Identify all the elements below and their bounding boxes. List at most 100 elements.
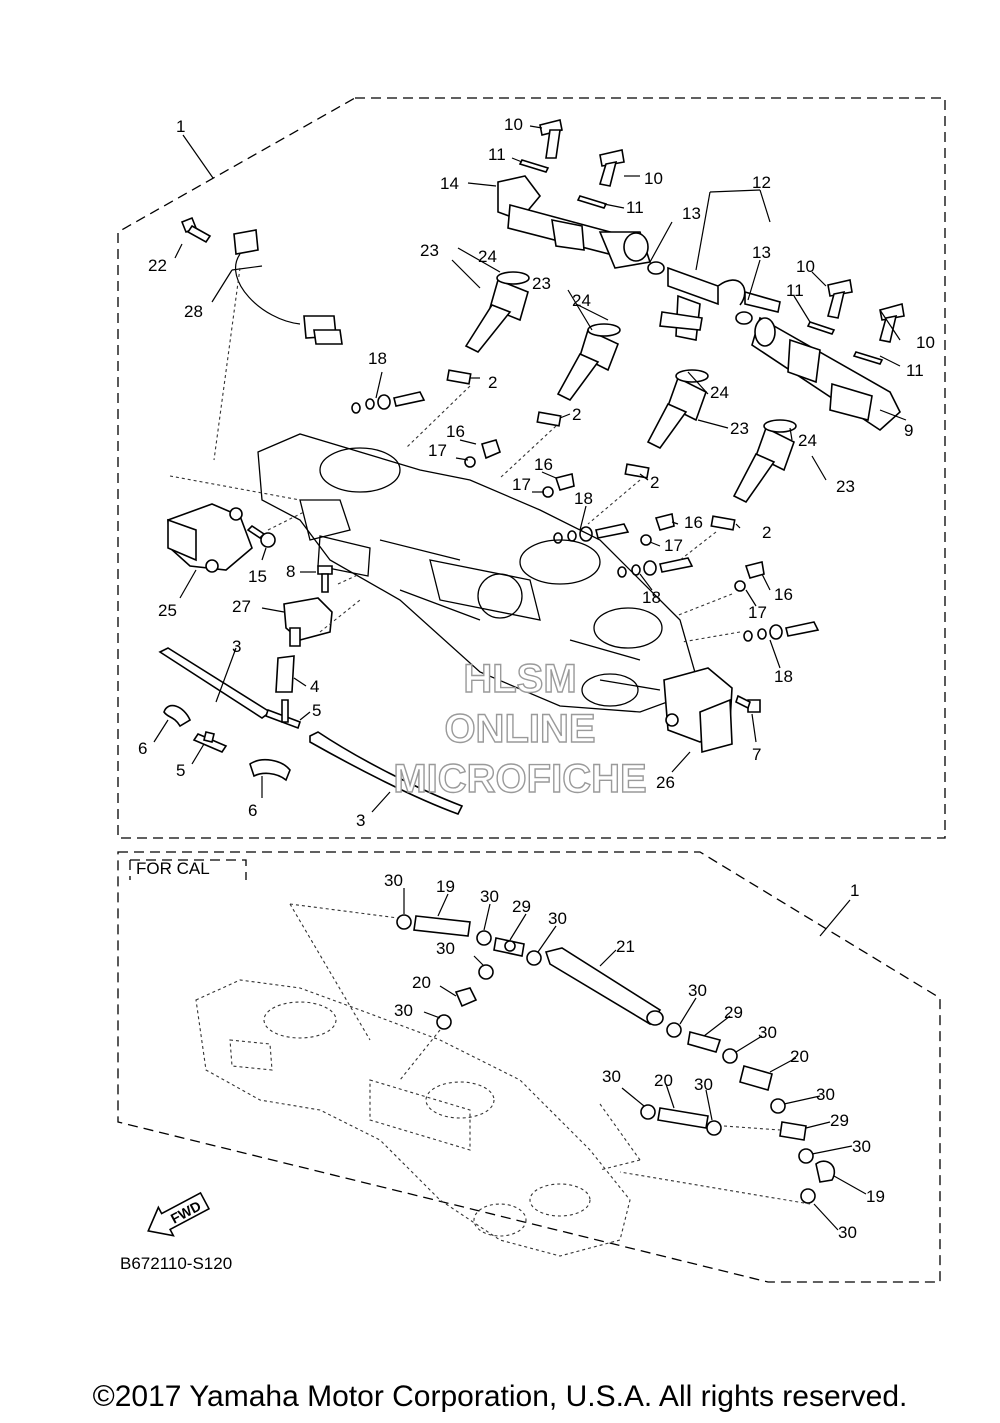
callout-2b: 2 xyxy=(572,405,581,424)
watermark-line3: MICROFICHE xyxy=(393,757,646,801)
cap-16c xyxy=(654,513,675,531)
callout-24d: 24 xyxy=(798,431,817,450)
callout-17b: 17 xyxy=(512,475,531,494)
cap-16b xyxy=(554,473,575,491)
fuel-rail-left xyxy=(497,175,652,269)
hose-6b xyxy=(249,758,291,782)
callout-30i: 30 xyxy=(694,1075,713,1094)
joint-5a xyxy=(264,699,302,730)
callouts-bottom: 30 19 30 29 30 30 21 20 30 30 29 30 20 3… xyxy=(384,871,885,1242)
callout-13b: 13 xyxy=(752,243,771,262)
bolt-15 xyxy=(246,524,276,548)
callout-14: 14 xyxy=(440,174,459,193)
frame-bottom-ref: 1 xyxy=(850,881,859,900)
hose-20b xyxy=(739,1065,773,1091)
for-cal-label: FOR CAL xyxy=(136,859,210,878)
seal-2a xyxy=(446,369,472,385)
frame-top-ref: 1 xyxy=(176,117,185,136)
sensor-26 xyxy=(663,667,733,754)
copyright-notice: ©2017 Yamaha Motor Corporation, U.S.A. A… xyxy=(92,1380,908,1413)
hose-19a xyxy=(413,915,471,937)
callout-16d: 16 xyxy=(774,585,793,604)
callout-9: 9 xyxy=(904,421,913,440)
assembly-frame-top xyxy=(117,97,946,839)
callout-2d: 2 xyxy=(762,523,771,542)
callout-30e: 30 xyxy=(394,1001,413,1020)
callout-leaders-bottom xyxy=(289,888,867,1231)
frame-top-leader xyxy=(182,134,214,179)
for-cal-tab xyxy=(129,859,247,880)
callout-10c: 10 xyxy=(796,257,815,276)
callout-18b: 18 xyxy=(574,489,593,508)
fwd-arrow-icon: FWD xyxy=(147,1191,211,1237)
callout-13a: 13 xyxy=(682,204,701,223)
callout-2a: 2 xyxy=(488,373,497,392)
callout-8: 8 xyxy=(286,562,295,581)
callout-23a: 23 xyxy=(420,241,439,260)
callout-10b: 10 xyxy=(644,169,663,188)
callout-18c: 18 xyxy=(642,588,661,607)
callout-30b: 30 xyxy=(480,887,499,906)
callout-24b: 24 xyxy=(572,291,591,310)
oring-11d xyxy=(852,351,884,365)
injector-23c xyxy=(646,369,709,450)
assembly-frame-bottom xyxy=(117,851,941,1283)
callout-11c: 11 xyxy=(786,281,804,300)
callout-3b: 3 xyxy=(356,811,365,830)
callout-20a: 20 xyxy=(412,973,431,992)
clamps-30 xyxy=(396,914,816,1204)
callout-24a: 24 xyxy=(478,247,497,266)
callout-29b: 29 xyxy=(724,1003,743,1022)
callout-22: 22 xyxy=(148,256,167,275)
callout-30a: 30 xyxy=(384,871,403,890)
bolt-10a xyxy=(539,119,563,159)
injector-23a xyxy=(464,271,530,354)
injector-23b xyxy=(556,323,621,402)
callout-4: 4 xyxy=(310,677,319,696)
callout-16c: 16 xyxy=(684,513,703,532)
cap-16a xyxy=(481,439,501,460)
joint-29c xyxy=(779,1121,807,1141)
sensor-28 xyxy=(233,229,343,345)
callout-18a: 18 xyxy=(368,349,387,368)
callout-leaders-top xyxy=(153,125,907,813)
hose-4 xyxy=(275,655,295,693)
hose-21 xyxy=(544,947,664,1026)
tps-sensor-25 xyxy=(167,503,253,573)
callout-17c: 17 xyxy=(664,536,683,555)
bolt-7 xyxy=(735,694,761,713)
callout-19a: 19 xyxy=(436,877,455,896)
oring-11a xyxy=(518,159,550,173)
bolt-10c xyxy=(827,279,853,319)
rail-joint xyxy=(647,261,781,341)
ring-17d xyxy=(734,580,746,592)
callout-20c: 20 xyxy=(654,1071,673,1090)
callout-23d: 23 xyxy=(836,477,855,496)
callout-19b: 19 xyxy=(866,1187,885,1206)
hose-20c xyxy=(657,1107,709,1129)
callout-30g: 30 xyxy=(758,1023,777,1042)
callout-11a: 11 xyxy=(488,145,506,164)
callout-23b: 23 xyxy=(532,274,551,293)
callout-20b: 20 xyxy=(790,1047,809,1066)
callout-25: 25 xyxy=(158,601,177,620)
bolt-10b xyxy=(598,149,625,187)
callout-15: 15 xyxy=(248,567,267,586)
injector-23d xyxy=(732,419,797,504)
callout-30c: 30 xyxy=(548,909,567,928)
bolt-8 xyxy=(317,565,333,593)
callout-29c: 29 xyxy=(830,1111,849,1130)
callout-10a: 10 xyxy=(504,115,523,134)
joint-5b xyxy=(192,731,228,753)
fuel-rail-right xyxy=(751,316,901,432)
oring-11b xyxy=(576,195,608,209)
callout-30k: 30 xyxy=(852,1137,871,1156)
callout-30f: 30 xyxy=(688,981,707,1000)
callout-5b: 5 xyxy=(176,761,185,780)
screw-set-18a xyxy=(351,391,426,414)
throttle-body-bottom xyxy=(195,979,631,1257)
hose-20a xyxy=(454,987,478,1008)
callout-7: 7 xyxy=(752,745,761,764)
watermark: HLSM ONLINE MICROFICHE xyxy=(393,656,648,801)
